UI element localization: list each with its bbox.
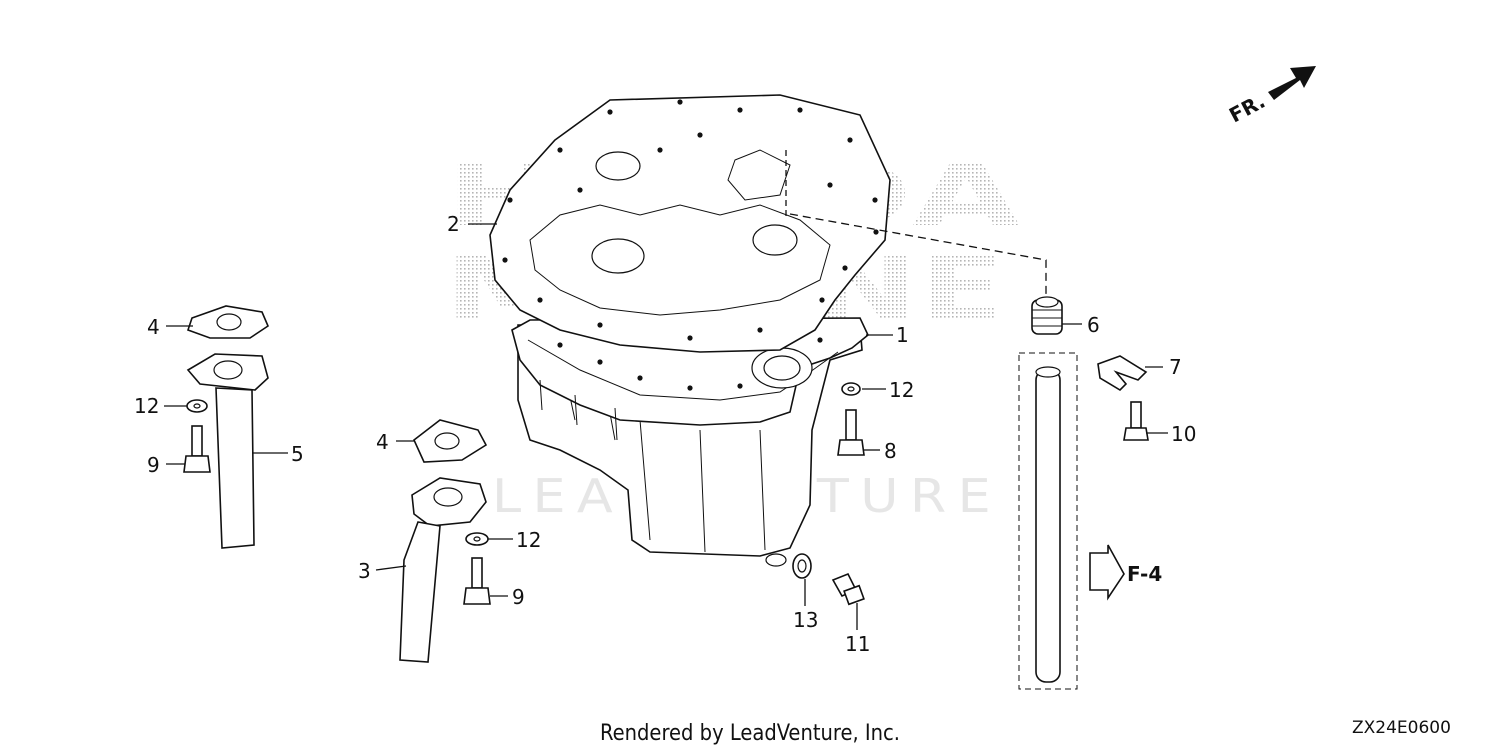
oil-plug <box>1031 296 1063 335</box>
bolt-10 <box>1123 401 1149 441</box>
oil-pan <box>511 317 869 567</box>
callout-13: 13 <box>793 608 818 632</box>
callout-4-left: 4 <box>147 315 160 339</box>
callout-9-left: 9 <box>147 453 160 477</box>
leader-lines <box>164 150 1168 630</box>
callouts: 2 1 6 7 10 12 8 13 11 4 12 9 5 4 12 9 3 … <box>134 212 1196 656</box>
callout-8: 8 <box>884 439 897 463</box>
callout-1: 1 <box>896 323 909 347</box>
gasket-plate <box>489 94 891 353</box>
callout-3: 3 <box>358 559 371 583</box>
callout-9-middle: 9 <box>512 585 525 609</box>
washer-13 <box>792 553 812 579</box>
callout-5: 5 <box>291 442 304 466</box>
callout-11: 11 <box>845 632 870 656</box>
diagram-code: ZX24E0600 <box>1352 718 1451 738</box>
pipe-3 <box>399 419 491 663</box>
callout-7: 7 <box>1169 355 1182 379</box>
footer-rendered-by: Rendered by LeadVenture, Inc. <box>600 721 900 746</box>
callout-10: 10 <box>1171 422 1196 446</box>
callout-6: 6 <box>1087 313 1100 337</box>
washer-12-right <box>841 382 861 396</box>
callout-2: 2 <box>447 212 460 236</box>
callout-12-left: 12 <box>134 394 159 418</box>
callout-12-middle: 12 <box>516 528 541 552</box>
bolt-8 <box>837 409 865 456</box>
reference-f4: F-4 <box>1127 562 1162 586</box>
front-direction-label: FR. <box>1225 89 1269 128</box>
pipe-5 <box>183 305 269 549</box>
clip <box>1097 355 1148 392</box>
front-direction-arrow: FR. <box>1225 66 1316 127</box>
callout-4-middle: 4 <box>376 430 389 454</box>
oil-tube <box>1018 352 1125 690</box>
drain-bolt-11 <box>831 572 865 606</box>
callout-12-right: 12 <box>889 378 914 402</box>
